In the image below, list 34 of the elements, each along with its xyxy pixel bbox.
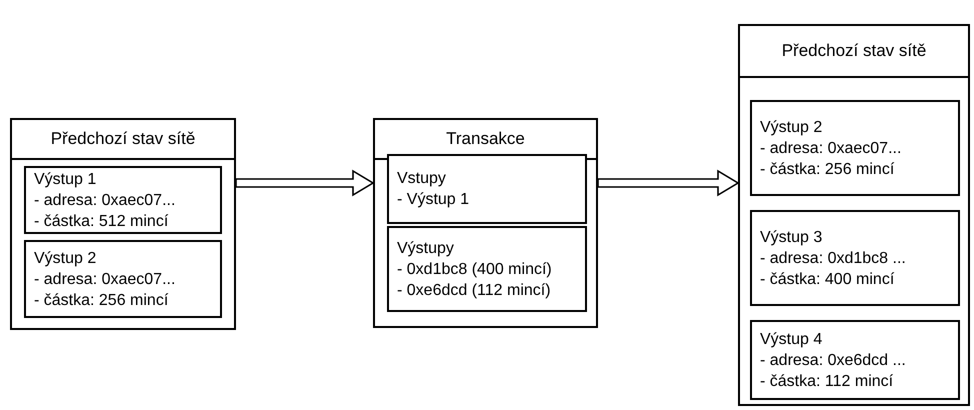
box-heading: Výstup 3 — [759, 228, 824, 248]
output-box — [387, 154, 587, 224]
list-item: - adresa: 0xe6dcd ... — [759, 350, 907, 370]
list-item: - adresa: 0xaec07... — [759, 138, 902, 158]
box-heading: Výstup 2 — [759, 118, 824, 138]
box-heading: Výstup 2 — [33, 248, 98, 268]
list-item: - částka: 256 mincí — [33, 290, 170, 310]
block-arrow — [235, 170, 375, 196]
output-box — [24, 240, 222, 318]
box-heading: Vstupy — [396, 169, 447, 189]
list-item: - adresa: 0xaec07... — [33, 270, 176, 290]
output-box — [750, 210, 960, 306]
box-heading: Výstup 1 — [33, 170, 98, 190]
box-heading: Výstupy — [396, 238, 455, 258]
panel — [738, 24, 970, 406]
list-item: - částka: 256 mincí — [759, 160, 896, 180]
output-box — [387, 226, 587, 312]
output-box — [750, 320, 960, 400]
panel — [373, 118, 598, 328]
list-item: - 0xd1bc8 (400 mincí) — [396, 260, 553, 280]
list-item: - částka: 512 mincí — [33, 212, 170, 232]
list-item: - 0xe6dcd (112 mincí) — [396, 280, 552, 300]
panel — [10, 118, 236, 330]
output-box — [24, 166, 222, 234]
panel-title: Předchozí stav sítě — [740, 26, 968, 78]
list-item: - Výstup 1 — [396, 190, 470, 210]
list-item: - adresa: 0xaec07... — [33, 190, 176, 210]
block-arrow — [597, 170, 740, 196]
list-item: - adresa: 0xd1bc8 ... — [759, 248, 907, 268]
list-item: - částka: 400 mincí — [759, 270, 896, 290]
output-box — [750, 100, 960, 196]
box-heading: Výstup 4 — [759, 330, 824, 350]
panel-title: Předchozí stav sítě — [12, 120, 234, 160]
list-item: - částka: 112 mincí — [759, 372, 894, 392]
